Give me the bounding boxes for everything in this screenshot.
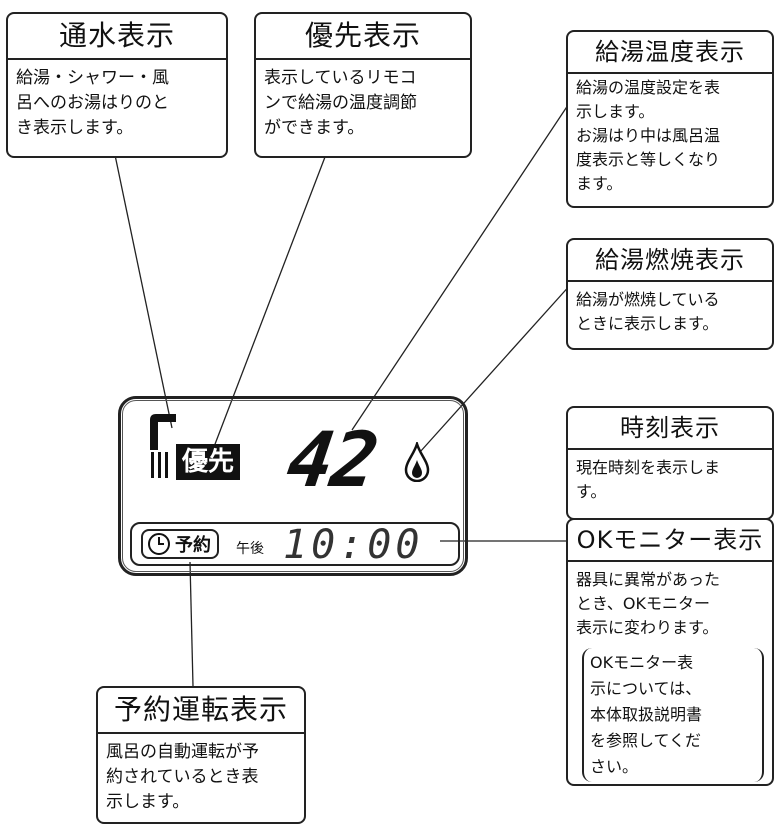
callout-hot-water-temp-title: 給湯温度表示 bbox=[568, 32, 772, 74]
time-readout: 10:00 bbox=[283, 522, 424, 568]
callout-water-flow: 通水表示 給湯・シャワー・風 呂へのお湯はりのと き表示します。 bbox=[6, 12, 228, 158]
clock-strip bbox=[130, 522, 460, 566]
callout-priority: 優先表示 表示しているリモコ ンで給湯の温度調節 ができます。 bbox=[254, 12, 472, 158]
leader-priority bbox=[211, 156, 326, 453]
callout-hot-water-temp: 給湯温度表示 給湯の温度設定を表 示します。 お湯はり中は風呂温 度表示と等しく… bbox=[566, 30, 774, 208]
callout-combustion-body: 給湯が燃焼している ときに表示します。 bbox=[576, 290, 720, 333]
water-flow-bars-icon bbox=[151, 452, 168, 478]
callout-reservation-title: 予約運転表示 bbox=[98, 688, 304, 734]
callout-priority-title: 優先表示 bbox=[256, 14, 470, 60]
reservation-label: 予約 bbox=[175, 535, 211, 556]
reservation-indicator: 予約 bbox=[141, 529, 219, 559]
faucet-icon bbox=[150, 414, 176, 450]
callout-clock: 時刻表示 現在時刻を表示しま す。 bbox=[566, 406, 774, 520]
temperature-readout: 42 bbox=[281, 415, 382, 504]
callout-ok-monitor-body: 器具に異常があった とき、OKモニター 表示に変わります。 bbox=[576, 570, 721, 637]
callout-water-flow-body: 給湯・シャワー・風 呂へのお湯はりのと き表示します。 bbox=[16, 68, 169, 138]
callout-hot-water-temp-body: 給湯の温度設定を表 示します。 お湯はり中は風呂温 度表示と等しくなり ます。 bbox=[576, 78, 721, 193]
callout-combustion-title: 給湯燃焼表示 bbox=[568, 240, 772, 282]
pm-label: 午後 bbox=[236, 541, 264, 557]
callout-clock-body: 現在時刻を表示しま す。 bbox=[576, 458, 721, 501]
leader-hot-water-temp bbox=[351, 74, 589, 431]
callout-water-flow-title: 通水表示 bbox=[8, 14, 226, 60]
display-panel bbox=[118, 396, 468, 576]
leader-combustion bbox=[419, 282, 573, 453]
callout-priority-body: 表示しているリモコ ンで給湯の温度調節 ができます。 bbox=[264, 68, 417, 138]
callout-ok-monitor-title: OKモニター表示 bbox=[568, 520, 772, 562]
priority-indicator: 優先 bbox=[176, 444, 241, 480]
leader-water-flow bbox=[114, 154, 173, 429]
display-panel-inner bbox=[122, 400, 464, 572]
flame-icon bbox=[404, 442, 430, 482]
clock-icon bbox=[148, 533, 170, 555]
callout-combustion: 給湯燃焼表示 給湯が燃焼している ときに表示します。 bbox=[566, 238, 774, 350]
callout-ok-monitor-note: OKモニター表 示については、 本体取扱説明書 を参照してくだ さい。 bbox=[582, 648, 764, 782]
callout-ok-monitor: OKモニター表示 器具に異常があった とき、OKモニター 表示に変わります。 O… bbox=[566, 518, 774, 786]
callout-reservation-body: 風呂の自動運転が予 約されているとき表 示します。 bbox=[106, 742, 259, 812]
callout-clock-title: 時刻表示 bbox=[568, 408, 772, 450]
callout-reservation: 予約運転表示 風呂の自動運転が予 約されているとき表 示します。 bbox=[96, 686, 306, 824]
leader-reservation bbox=[189, 561, 194, 687]
